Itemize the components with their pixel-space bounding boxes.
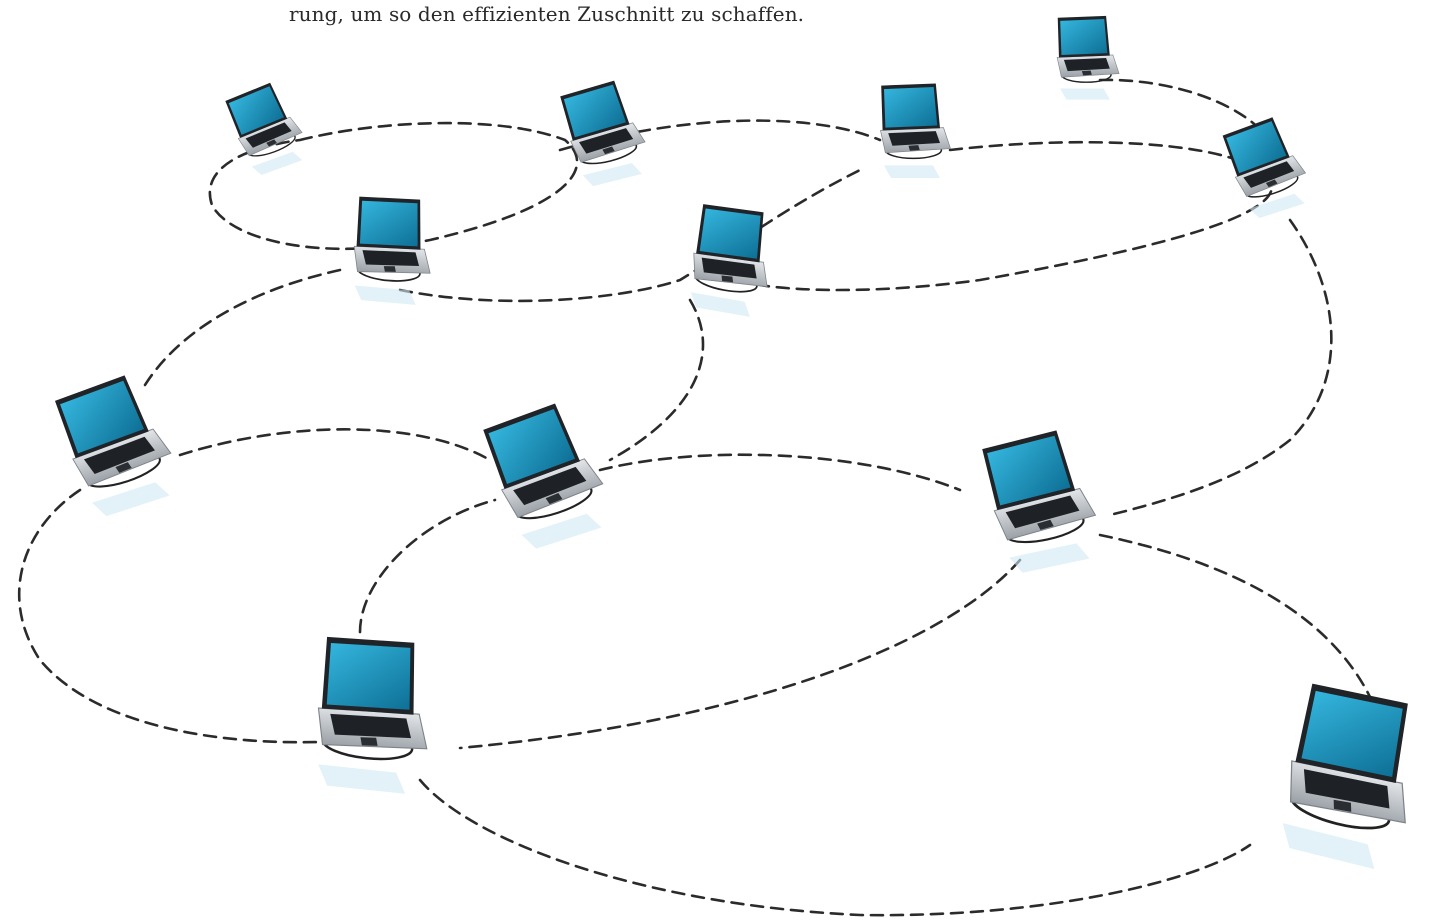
cable-right-ellipse [758,140,1274,292]
cable-left-big-loop [17,428,492,744]
cable-top-middle [558,119,882,152]
laptop-3 [880,83,951,178]
cable-middle-ellipse [358,453,1022,750]
cable-bottom-loop [418,778,1252,917]
laptop-1 [225,82,303,175]
laptop-10 [982,430,1097,573]
cable-center-loop [398,168,862,303]
laptop-6 [353,196,431,305]
network-cables [17,78,1382,917]
cable-upper-to-left [143,268,342,387]
laptops-group [54,15,1408,870]
laptop-2 [560,80,646,187]
laptop-8 [54,375,172,517]
laptop-5 [1222,117,1307,219]
laptop-7 [690,204,768,317]
laptop-9 [483,403,604,549]
laptop-11 [317,636,428,794]
laptop-12 [1282,683,1408,870]
cable-top-left-loop [208,121,579,251]
cable-right-tall [1108,218,1333,517]
cable-right-to-bottom [1098,533,1382,722]
caption-text: rung, um so den effizienten Zuschnitt zu… [289,2,805,26]
laptop-4 [1056,15,1120,100]
cable-center-down [608,298,705,462]
